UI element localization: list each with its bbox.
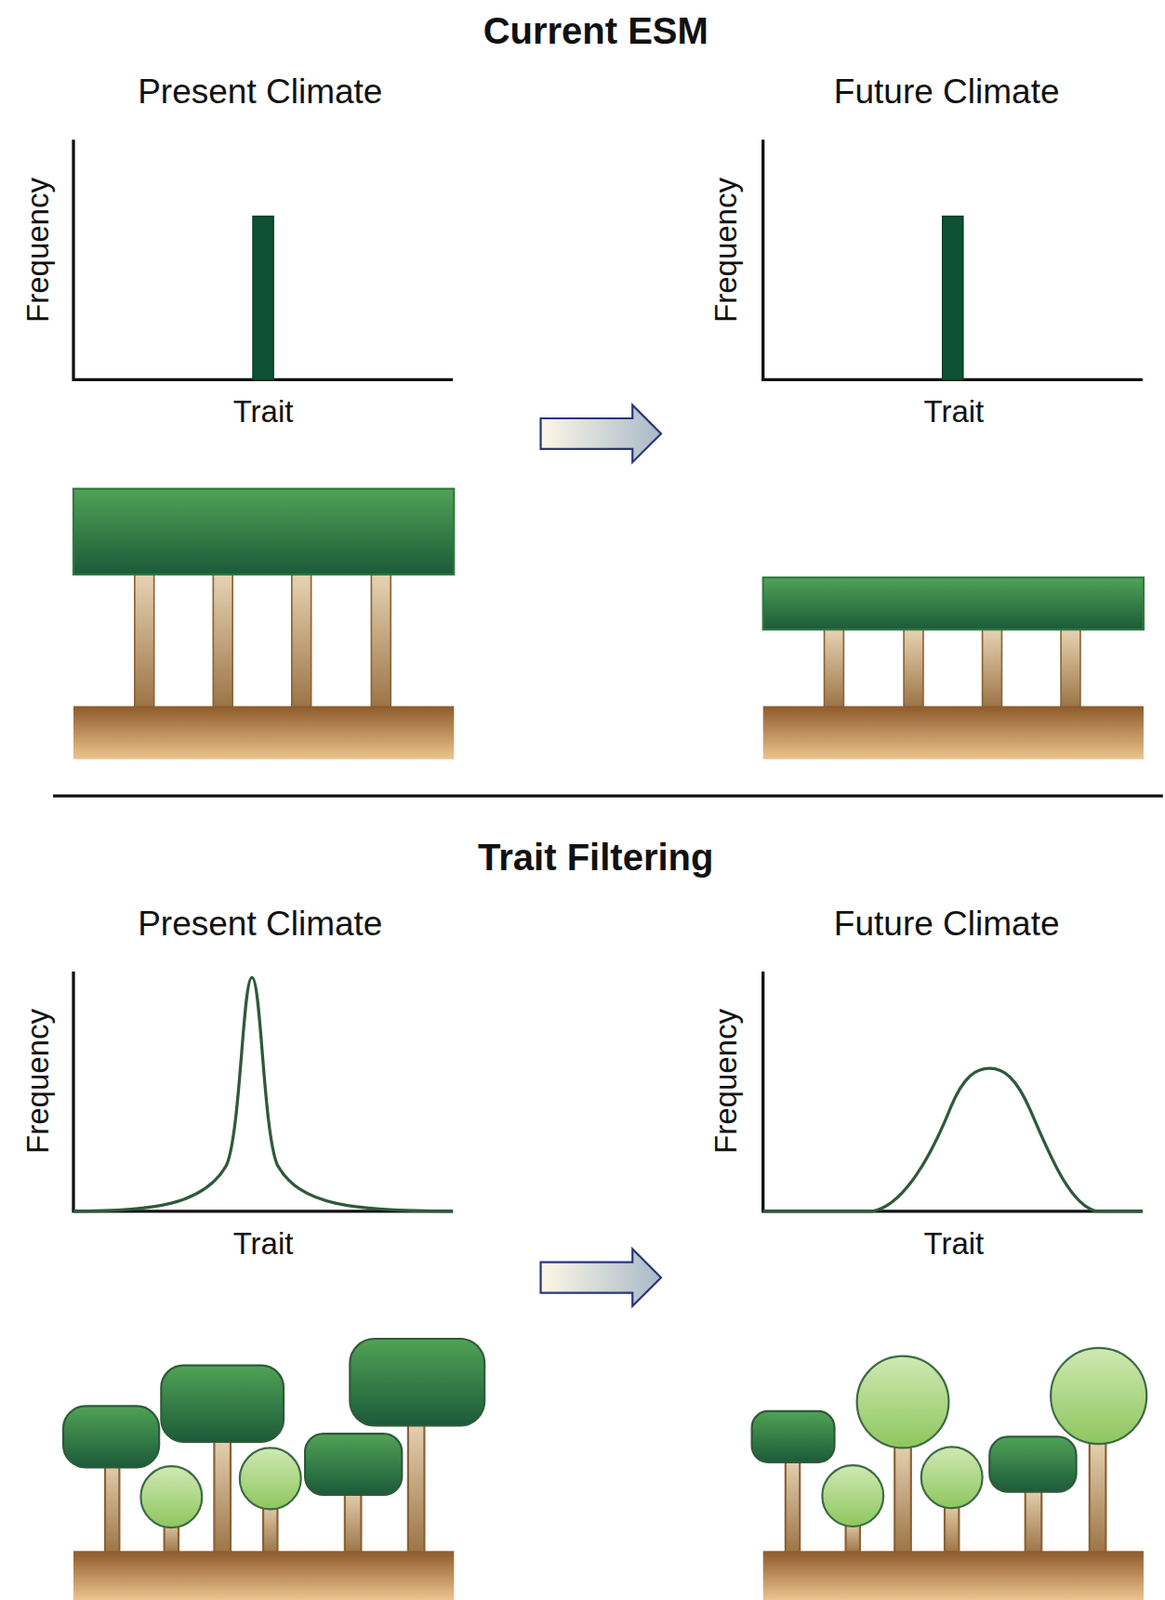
axis-label: Trait [923, 395, 984, 429]
trait-bar [942, 216, 964, 381]
axis-label: Frequency [709, 177, 743, 323]
uniform-forest [73, 489, 454, 760]
axis-label: Trait [923, 1227, 984, 1261]
uniform-forest [763, 577, 1144, 759]
axis-label: Trait [233, 395, 294, 429]
axis-label: Frequency [20, 177, 54, 323]
panel-title: Present Climate [137, 72, 383, 111]
axis-label: Frequency [709, 1008, 743, 1154]
axis-label: Trait [233, 1227, 294, 1261]
axis-label: Frequency [20, 1008, 54, 1154]
trait-distribution [763, 1068, 1143, 1212]
divider-line [52, 794, 1164, 797]
panel-title: Future Climate [834, 905, 1060, 944]
trait-bar [252, 216, 274, 381]
section-heading: Trait Filtering [477, 836, 714, 878]
trait-distribution [73, 977, 453, 1211]
transition-arrow [541, 1248, 662, 1306]
section-heading: Current ESM [483, 10, 709, 52]
diverse-forest [752, 1348, 1148, 1600]
panel-title: Present Climate [137, 905, 383, 944]
transition-arrow [541, 405, 662, 463]
panel-title: Future Climate [834, 72, 1060, 111]
chart-axes [73, 139, 1143, 1211]
diverse-forest [63, 1338, 485, 1600]
